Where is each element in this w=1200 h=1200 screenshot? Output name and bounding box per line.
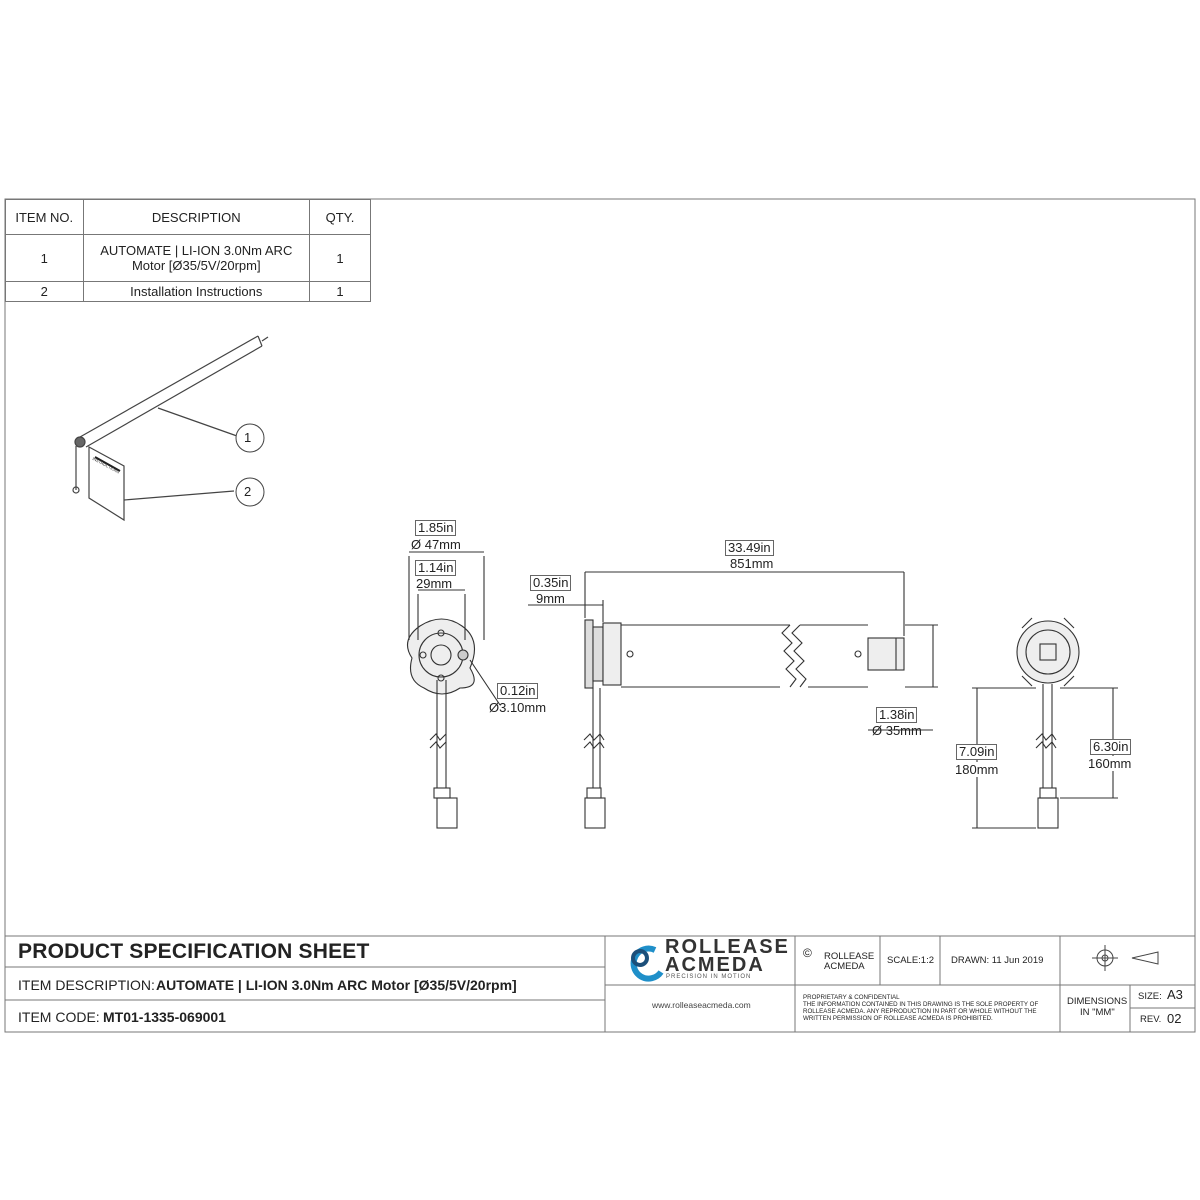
copyright-line2: ACMEDA: [824, 961, 865, 972]
bom-description: AUTOMATE | LI-ION 3.0Nm ARC Motor [Ø35/5…: [82, 234, 310, 282]
drawn-date: DRAWN: 11 Jun 2019: [951, 955, 1044, 966]
drawing-frame: [4, 198, 1196, 1033]
dimensions-note-line1: DIMENSIONS: [1067, 996, 1128, 1007]
balloon-label-2: 2: [244, 484, 252, 499]
dim-pin-mm: Ø3.10mm: [489, 700, 547, 715]
dim-length-mm: 851mm: [730, 556, 774, 571]
website: www.rolleaseacmeda.com: [652, 1000, 751, 1010]
rev-value: 02: [1167, 1011, 1182, 1026]
bom-table: ITEM NO. DESCRIPTION QTY. 1 AUTOMATE | L…: [5, 199, 372, 302]
bom-header-description: DESCRIPTION: [82, 199, 310, 235]
side-view: [528, 571, 938, 829]
iso-view: [72, 335, 269, 522]
dim-head-outer-in: 1.85in: [415, 520, 457, 536]
dim-head-inner-in: 1.14in: [415, 560, 457, 576]
dim-cable-short-mm: 160mm: [1088, 756, 1132, 771]
dim-head-inner-mm: 29mm: [416, 576, 453, 591]
dim-flange-in: 0.35in: [530, 575, 572, 591]
proprietary-line: PROPRIETARY & CONFIDENTIAL: [803, 994, 900, 1001]
size-label: SIZE:: [1138, 991, 1162, 1002]
front-view: [406, 551, 501, 829]
bom-description-line: Motor [Ø35/5V/20rpm]: [131, 258, 261, 273]
bom-header-item: ITEM NO.: [5, 199, 84, 235]
end-view: [972, 617, 1118, 829]
dim-length-in: 33.49in: [725, 540, 774, 556]
bom-item-no: 1: [5, 234, 84, 282]
proprietary-line: WRITTEN PERMISSION OF ROLLEASE ACMEDA IS…: [803, 1015, 993, 1022]
bom-description-line: AUTOMATE | LI-ION 3.0Nm ARC: [100, 243, 293, 258]
item-code-value: MT01-1335-069001: [103, 1009, 226, 1025]
logo-tagline: PRECISION IN MOTION: [666, 974, 752, 980]
proprietary-line: THE INFORMATION CONTAINED IN THIS DRAWIN…: [803, 1001, 1039, 1008]
scale: SCALE:1:2: [887, 955, 934, 966]
balloon-2: [235, 477, 265, 507]
copyright-line1: ROLLEASE: [824, 951, 875, 962]
logo-line1: ROLLEASE: [665, 936, 790, 958]
bom-row: 2 Installation Instructions 1: [5, 281, 372, 302]
dim-cable-long-in: 7.09in: [956, 744, 998, 760]
bom-header-qty: QTY.: [308, 199, 372, 235]
item-description-label: ITEM DESCRIPTION:: [18, 977, 155, 993]
balloon-1: [235, 423, 265, 453]
sheet-title: PRODUCT SPECIFICATION SHEET: [18, 940, 370, 963]
title-block-grid: [5, 935, 1195, 1032]
dim-tube-in: 1.38in: [876, 707, 918, 723]
item-code-label: ITEM CODE:: [18, 1009, 100, 1025]
bom-description: Installation Instructions: [82, 281, 310, 302]
bom-item-no: 2: [5, 281, 84, 302]
rev-label: REV.: [1140, 1014, 1162, 1025]
dim-cable-long-mm: 180mm: [955, 762, 999, 777]
bom-header-row: ITEM NO. DESCRIPTION QTY.: [5, 199, 372, 235]
bom-qty: 1: [308, 234, 372, 282]
instructions-booklet: [88, 445, 125, 522]
bom-row: 1 AUTOMATE | LI-ION 3.0Nm ARC Motor [Ø35…: [5, 234, 372, 282]
dim-tube-mm: Ø 35mm: [872, 723, 922, 738]
balloons: [235, 423, 265, 507]
item-description-value: AUTOMATE | LI-ION 3.0Nm ARC Motor [Ø35/5…: [156, 977, 517, 993]
bom-qty: 1: [308, 281, 372, 302]
copyright-icon: ©: [803, 946, 812, 960]
proprietary-line: ROLLEASE ACMEDA. ANY REPRODUCTION IN PAR…: [803, 1008, 1037, 1015]
dim-head-outer-mm: Ø 47mm: [411, 537, 461, 552]
size-value: A3: [1167, 987, 1183, 1002]
dim-cable-short-in: 6.30in: [1090, 739, 1132, 755]
logo-line2: ACMEDA: [665, 954, 765, 976]
balloon-label-1: 1: [244, 430, 252, 445]
dim-pin-in: 0.12in: [497, 683, 539, 699]
projection-symbol-icon: [1092, 945, 1159, 971]
rollease-logo-icon: [630, 945, 664, 982]
dimensions-note-line2: IN "MM": [1080, 1007, 1115, 1018]
dim-flange-mm: 9mm: [536, 591, 565, 606]
